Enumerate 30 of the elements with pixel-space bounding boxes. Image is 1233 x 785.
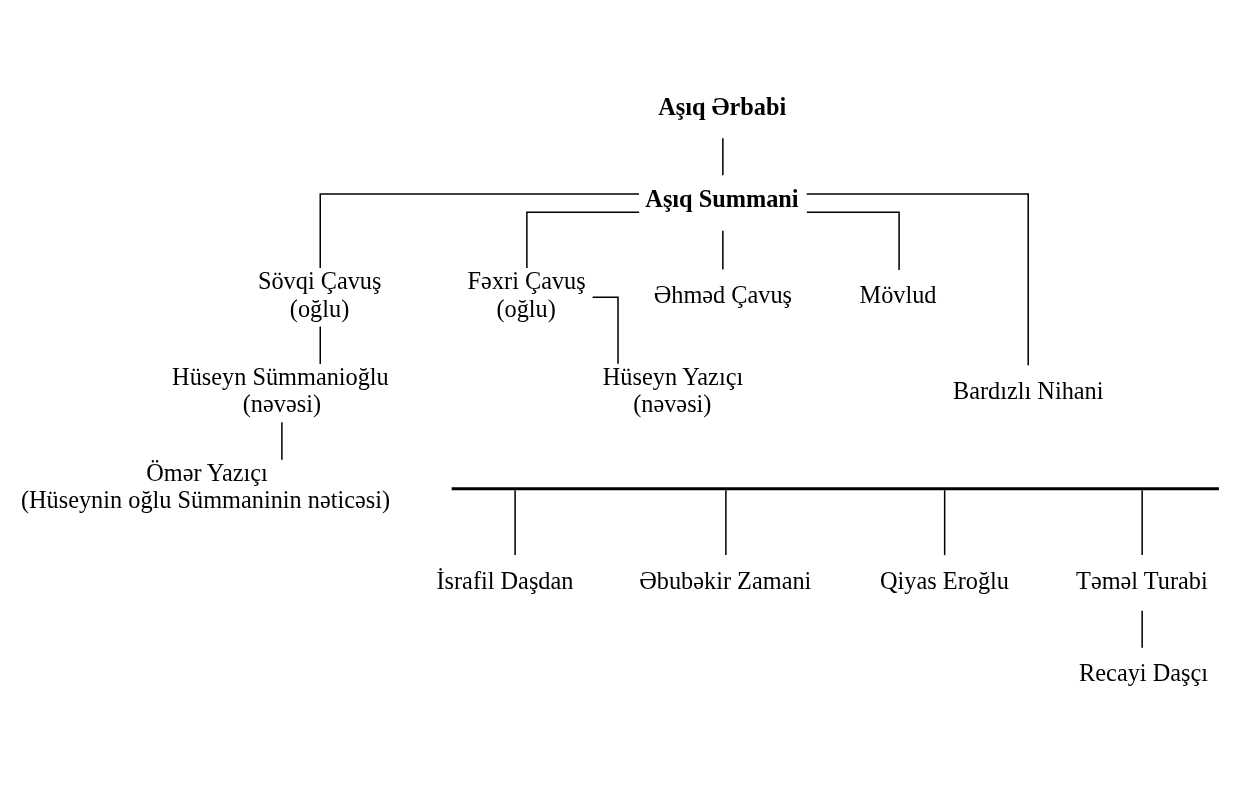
node-text: Ömər Yazıçı (Hüseynin oğlu Sümmaninin nəticəsi): [20, 458, 391, 513]
node-text: Sövqi Çavuş (oğlu): [257, 266, 382, 322]
connector: [1141, 488, 1143, 556]
node-text: Qiyas Eroğlu: [880, 566, 1009, 594]
connector: [806, 210, 900, 271]
connector: [281, 420, 283, 460]
connector: [591, 296, 619, 365]
node-text: Mövlud: [859, 280, 937, 308]
connector: [722, 229, 724, 270]
connector: [943, 488, 946, 556]
connector: [319, 192, 640, 269]
node-text: Bardızlı Nihani: [953, 376, 1104, 404]
node-text: Əbubəkir Zamani: [639, 566, 812, 594]
node-text: Fəxri Çavuş (oğlu): [467, 266, 586, 322]
connector: [1141, 609, 1143, 649]
node-text: Təməl Turabi: [1076, 566, 1208, 594]
node-bar: [451, 486, 1219, 490]
connector: [526, 210, 640, 269]
connector: [805, 192, 1029, 366]
node-text: Aşıq Summani: [645, 184, 799, 212]
node-text: İsrafil Daşdan: [436, 566, 574, 594]
node-text: Aşıq Ərbabi: [658, 92, 787, 120]
connector: [319, 325, 321, 365]
connector: [514, 488, 516, 556]
connector: [722, 136, 724, 176]
connector: [725, 488, 727, 556]
node-text: Hüseyn Sümmanioğlu (nəvəsi): [172, 362, 389, 417]
node-text: Recayi Daşçı: [1079, 658, 1208, 686]
node-text: Əhməd Çavuş: [653, 280, 793, 308]
node-text: Hüseyn Yazıçı (nəvəsi): [602, 362, 744, 417]
